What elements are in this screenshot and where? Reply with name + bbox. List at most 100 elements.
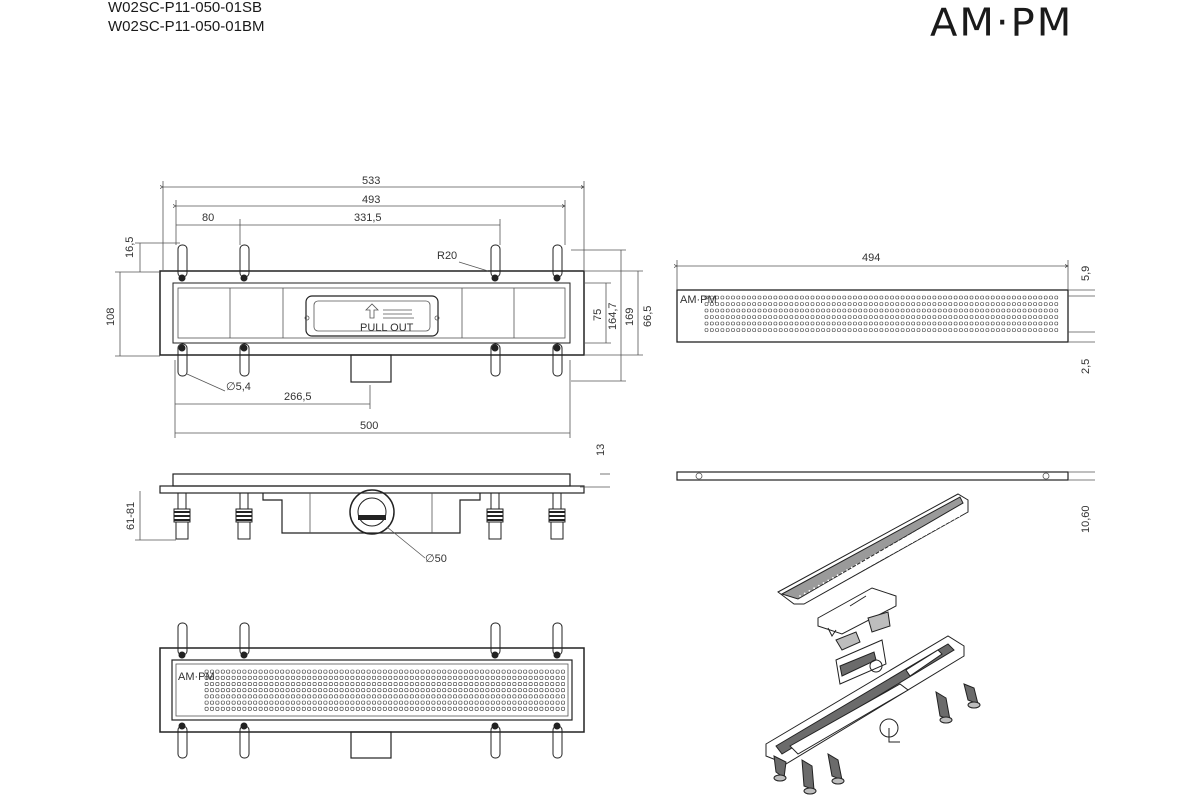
perforation-hole (512, 694, 517, 699)
perforation-hole (1017, 321, 1022, 326)
perforation-hole (215, 700, 220, 705)
perforation-hole (773, 295, 778, 300)
perforation-hole (345, 694, 349, 699)
perforation-hole (837, 315, 841, 319)
perforation-hole (948, 308, 953, 313)
perforation-hole (426, 669, 430, 674)
perforation-hole (956, 512, 958, 515)
perforation-hole (436, 694, 441, 699)
perforation-hole (794, 308, 799, 313)
perforation-hole (944, 523, 946, 525)
perforation-hole (382, 706, 387, 711)
perforation-hole (372, 700, 376, 705)
perforation-hole (474, 706, 479, 711)
perforation-hole (725, 328, 730, 332)
perforation-hole (523, 675, 528, 680)
perforation-hole (296, 694, 301, 699)
dim-label: 13 (595, 444, 607, 456)
perforation-hole (523, 700, 528, 705)
perforation-hole (887, 554, 890, 557)
perforation-hole (709, 302, 714, 306)
perforation-hole (372, 688, 376, 693)
perforation-hole (1006, 295, 1011, 300)
perforation-hole (237, 669, 241, 674)
perforation-hole (927, 315, 931, 319)
perforation-hole (895, 302, 900, 306)
perforation-hole (881, 553, 883, 556)
perforation-hole (906, 321, 910, 326)
perforation-hole (285, 688, 290, 693)
perforation-hole (517, 700, 522, 705)
perforation-hole (237, 675, 241, 680)
perforation-hole (937, 295, 942, 300)
perforation-hole (312, 669, 317, 674)
perforation-hole (826, 588, 829, 590)
perforation-hole (226, 700, 231, 705)
perforation-hole (204, 675, 209, 680)
perforation-hole (847, 308, 852, 313)
perforation-hole (258, 706, 263, 711)
perforation-hole (789, 295, 794, 300)
perforation-hole (1006, 321, 1011, 326)
perforation-hole (752, 328, 757, 332)
perforation-hole (850, 566, 853, 569)
perforation-hole (869, 556, 872, 558)
perforation-hole (906, 328, 910, 332)
perforation-hole (404, 682, 409, 686)
perforation-hole (900, 328, 905, 332)
perforation-hole (1028, 315, 1032, 319)
perforation-hole (307, 706, 312, 711)
perforation-hole (539, 675, 544, 680)
perforation-hole (490, 700, 495, 705)
perforation-hole (895, 546, 897, 548)
perforation-hole (345, 675, 349, 680)
perforation-hole (980, 321, 984, 326)
perforation-hole (752, 321, 757, 326)
perforation-hole (900, 295, 905, 300)
perforation-hole (937, 321, 942, 326)
perforation-hole (1054, 308, 1059, 313)
perforation-hole (852, 569, 855, 572)
perforation-hole (328, 688, 333, 693)
perforation-hole (731, 295, 735, 300)
perforation-hole (927, 321, 931, 326)
perforation-hole (388, 682, 393, 686)
perforation-hole (1022, 321, 1027, 326)
perforation-hole (741, 302, 746, 306)
perforation-hole (372, 682, 376, 686)
perforation-hole (264, 700, 268, 705)
perforation-hole (507, 688, 511, 693)
perforation-hole (853, 328, 857, 332)
perforation-hole (817, 584, 820, 587)
perforation-hole (436, 688, 441, 693)
perforation-hole (883, 548, 886, 551)
perforation-hole (996, 302, 1000, 306)
perforation-hole (334, 694, 339, 699)
perforation-hole (810, 328, 815, 332)
perforation-hole (404, 694, 409, 699)
perforation-hole (836, 574, 839, 577)
perforation-hole (921, 308, 926, 313)
perforation-hole (1033, 295, 1037, 300)
perforation-hole (789, 308, 794, 313)
perforation-hole (826, 302, 831, 306)
perforation-hole (916, 328, 921, 332)
perforation-hole (323, 675, 328, 680)
perforation-hole (768, 321, 772, 326)
perforation-hole (204, 694, 209, 699)
perforation-hole (899, 543, 902, 546)
perforation-hole (857, 566, 860, 569)
perforation-hole (731, 302, 735, 306)
perforation-hole (339, 675, 344, 680)
perforation-hole (291, 682, 295, 686)
perforation-hole (1038, 321, 1043, 326)
perforation-hole (1001, 328, 1006, 332)
perforation-hole (747, 315, 751, 319)
perforation-hole (334, 669, 339, 674)
perforation-hole (866, 561, 869, 564)
perforation-hole (210, 682, 214, 686)
perforation-hole (453, 700, 457, 705)
perforation-hole (409, 706, 414, 711)
perforation-hole (561, 700, 565, 705)
perforation-hole (382, 669, 387, 674)
